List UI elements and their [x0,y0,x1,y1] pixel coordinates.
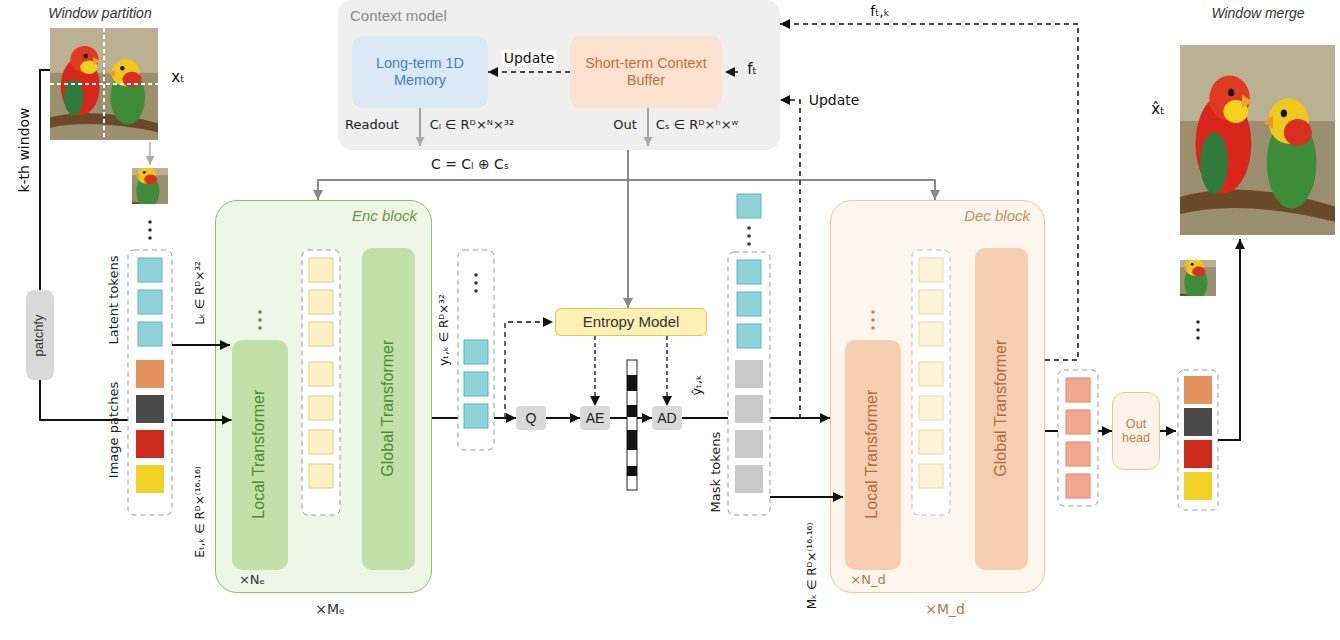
box-label: Enc block [216,201,431,230]
repeat-label: ×N_d [850,573,885,588]
transformer-box: Global Transformer [975,248,1028,570]
repeat-label: ×Mₑ [315,601,345,617]
connector [610,417,652,419]
head-box: Out head [1112,392,1160,470]
math-label: yₜ,ₖ ∈ Rᴰ×³² [438,294,452,365]
edge-label: fₜ,ₖ [868,3,891,19]
connector [682,100,800,418]
memory-box: Long-term 1D Memory [352,36,488,108]
op-box: AE [580,406,610,430]
box-label: Dec block [831,201,1044,230]
connector [780,24,1078,360]
connector [318,150,628,200]
math-label: x̂ₜ [1151,101,1164,118]
connector [594,336,595,406]
box-label: AD [654,410,679,426]
math-label: Eₜ,ₖ ∈ Rᴰ×⁽¹⁶·¹⁶⁾ [194,466,208,557]
transformer-box: Local Transformer [845,340,901,570]
port-label: Out [613,118,637,133]
math-label: fₜ [747,61,757,78]
box-label: Out head [1113,417,1159,446]
connector [682,417,830,419]
connector [40,380,232,420]
op-box: AD [652,406,682,430]
box-label: Context model [338,0,780,31]
box-label: Q [523,410,540,426]
box-label: Local Transformer [250,390,268,519]
transformer-box: Local Transformer [232,340,288,570]
box-label: Global Transformer [379,340,397,477]
box-label: patchfy [33,314,48,356]
edge-label: Update [807,92,862,108]
decoder-block: Dec blockLocal Transformer Global Transfo… [830,200,1045,593]
caption-text: Window partition [48,5,151,21]
connector [627,150,629,308]
entropy-box: Entropy Model [555,308,707,336]
math-label: xₜ [171,69,184,86]
connector [628,150,935,200]
connector [546,417,580,419]
box-label: Global Transformer [992,340,1010,477]
connector [666,336,667,406]
box-label: Long-term 1D Memory [352,55,488,88]
connector [488,71,570,73]
connector [1045,430,1112,432]
repeat-label: ×M_d [925,601,965,617]
math-label: ŷₜ,ₖ [690,374,705,395]
transformer-box: Global Transformer [362,248,415,570]
encoder-block: Enc blockLocal Transformer Global Transfo… [215,200,432,593]
token-label: Mask tokens [709,432,724,513]
edge-label: Update [502,50,557,66]
math-label: Cₗ ∈ Rᴰ×ᴺ×³² [430,118,515,133]
token-label: Image patches [107,382,122,478]
axis-label: k-th window [16,107,32,192]
math-label: Lₖ ∈ Rᴰ×³² [194,261,208,325]
buffer-box: Short-term Context Buffer [570,36,722,108]
caption-text: Window merge [1211,5,1304,21]
token-label: Latent tokens [107,256,122,345]
box-label: Entropy Model [580,313,683,330]
port-label: Readout [345,118,399,133]
math-label: Mₖ ∈ Rᴰ×⁽¹⁶·¹⁶⁾ [806,523,820,610]
repeat-label: ×Nₑ [239,573,265,588]
box-label: Short-term Context Buffer [570,55,722,88]
box-label: AE [583,410,608,426]
connector [432,417,516,419]
math-label: Cₛ ∈ Rᴰ×ʰ×ʷ [656,118,739,133]
math-label: C = Cₗ ⊕ Cₛ [431,156,509,172]
box-label: Local Transformer [863,390,881,519]
process-box: patchfy [26,290,54,380]
op-box: Q [516,406,546,430]
